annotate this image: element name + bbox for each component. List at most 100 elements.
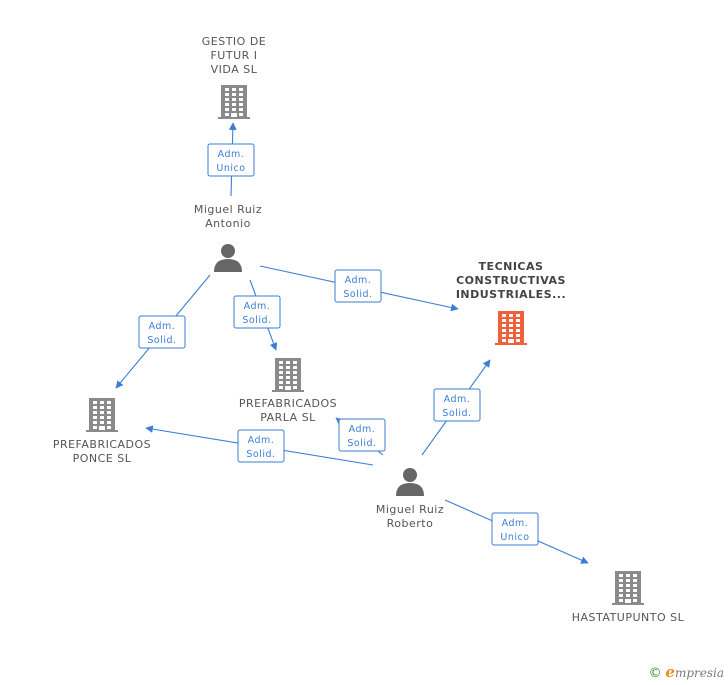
- role-text: Adm.: [244, 301, 271, 312]
- node-label[interactable]: Miguel Ruiz: [376, 503, 444, 516]
- role-badge[interactable]: Adm.Solid.: [233, 295, 281, 329]
- company-node-hastatupunto[interactable]: HASTATUPUNTO SL: [572, 571, 685, 624]
- role-badge[interactable]: Adm.Unico: [491, 512, 539, 546]
- role-badge[interactable]: Adm.Solid.: [237, 429, 285, 463]
- node-label[interactable]: PREFABRICADOS: [53, 438, 151, 451]
- building-window: [293, 386, 297, 389]
- role-badge-frame: [207, 143, 255, 177]
- brand-credit[interactable]: © empresia: [649, 663, 724, 681]
- building-door: [99, 426, 105, 430]
- person-body: [396, 483, 424, 496]
- edge-miguel-antonio-to-tecnicas: Adm.Solid.: [259, 265, 459, 312]
- building-window: [225, 113, 229, 116]
- building-window: [107, 411, 111, 414]
- company-node-tecnicas[interactable]: TECNICASCONSTRUCTIVASINDUSTRIALES...: [456, 260, 566, 345]
- building-door: [285, 386, 291, 390]
- node-label[interactable]: Miguel Ruiz: [194, 203, 262, 216]
- role-badge[interactable]: Adm.Solid.: [433, 388, 481, 422]
- building-window: [107, 426, 111, 429]
- node-label[interactable]: Roberto: [387, 517, 434, 530]
- edge-miguel-roberto-to-hastatupunto: Adm.Unico: [444, 499, 589, 564]
- building-window: [232, 108, 236, 111]
- node-label[interactable]: PONCE SL: [73, 452, 132, 465]
- building-window: [93, 411, 97, 414]
- building-window: [93, 401, 97, 404]
- building-window: [502, 334, 506, 337]
- node-label[interactable]: VIDA SL: [211, 63, 258, 76]
- role-text: Adm.: [345, 275, 372, 286]
- role-text: Adm.: [218, 149, 245, 160]
- node-label[interactable]: CONSTRUCTIVAS: [456, 274, 566, 287]
- building-icon: [86, 398, 118, 432]
- role-badge[interactable]: Adm.Solid.: [338, 418, 386, 452]
- building-icon: [218, 85, 250, 119]
- edge-miguel-antonio-to-gestio: Adm.Unico: [207, 122, 255, 197]
- building-window: [279, 376, 283, 379]
- building-window: [100, 416, 104, 419]
- role-text: Adm.: [502, 518, 529, 529]
- building-window: [107, 416, 111, 419]
- node-label[interactable]: TECNICAS: [479, 260, 544, 273]
- building-window: [239, 88, 243, 91]
- building-window: [232, 93, 236, 96]
- person-head: [403, 468, 417, 482]
- building-icon: [495, 311, 527, 345]
- building-window: [502, 314, 506, 317]
- edge-miguel-antonio-to-ponce: Adm.Solid.: [115, 274, 211, 389]
- role-text: Solid.: [147, 335, 176, 346]
- person-head: [221, 244, 235, 258]
- edge-miguel-antonio-to-parla: Adm.Solid.: [233, 279, 281, 351]
- building-window: [100, 421, 104, 424]
- building-window: [626, 574, 630, 577]
- building-base: [272, 390, 304, 392]
- role-badge-frame: [334, 269, 382, 303]
- building-base: [612, 603, 644, 605]
- person-icon: [396, 468, 424, 496]
- node-label[interactable]: HASTATUPUNTO SL: [572, 611, 685, 624]
- building-window: [502, 339, 506, 342]
- building-window: [516, 329, 520, 332]
- role-text: Adm.: [349, 424, 376, 435]
- role-badge[interactable]: Adm.Unico: [207, 143, 255, 177]
- building-window: [619, 584, 623, 587]
- copyright-icon: ©: [648, 666, 662, 681]
- building-window: [509, 314, 513, 317]
- building-window: [279, 361, 283, 364]
- edge-miguel-roberto-to-tecnicas: Adm.Solid.: [421, 359, 491, 456]
- building-window: [633, 574, 637, 577]
- building-window: [516, 339, 520, 342]
- building-window: [93, 426, 97, 429]
- node-label[interactable]: INDUSTRIALES...: [456, 288, 566, 301]
- building-door: [508, 339, 514, 343]
- edge-miguel-roberto-to-ponce: Adm.Solid.: [145, 425, 374, 466]
- node-label[interactable]: Antonio: [205, 217, 251, 230]
- role-badge[interactable]: Adm.Solid.: [138, 315, 186, 349]
- building-window: [619, 589, 623, 592]
- role-badge[interactable]: Adm.Solid.: [334, 269, 382, 303]
- building-window: [516, 324, 520, 327]
- building-window: [502, 324, 506, 327]
- node-label[interactable]: PREFABRICADOS: [239, 397, 337, 410]
- building-window: [516, 334, 520, 337]
- node-label[interactable]: GESTIO DE: [202, 35, 267, 48]
- brand-logo-name: mpresia: [674, 666, 724, 680]
- building-window: [619, 594, 623, 597]
- building-window: [225, 93, 229, 96]
- building-window: [633, 599, 637, 602]
- building-base: [495, 343, 527, 345]
- building-window: [100, 406, 104, 409]
- building-window: [626, 589, 630, 592]
- building-window: [293, 361, 297, 364]
- building-window: [225, 98, 229, 101]
- node-label[interactable]: FUTUR I: [210, 49, 257, 62]
- node-label[interactable]: PARLA SL: [260, 411, 316, 424]
- building-window: [633, 584, 637, 587]
- building-window: [93, 416, 97, 419]
- building-door: [625, 599, 631, 603]
